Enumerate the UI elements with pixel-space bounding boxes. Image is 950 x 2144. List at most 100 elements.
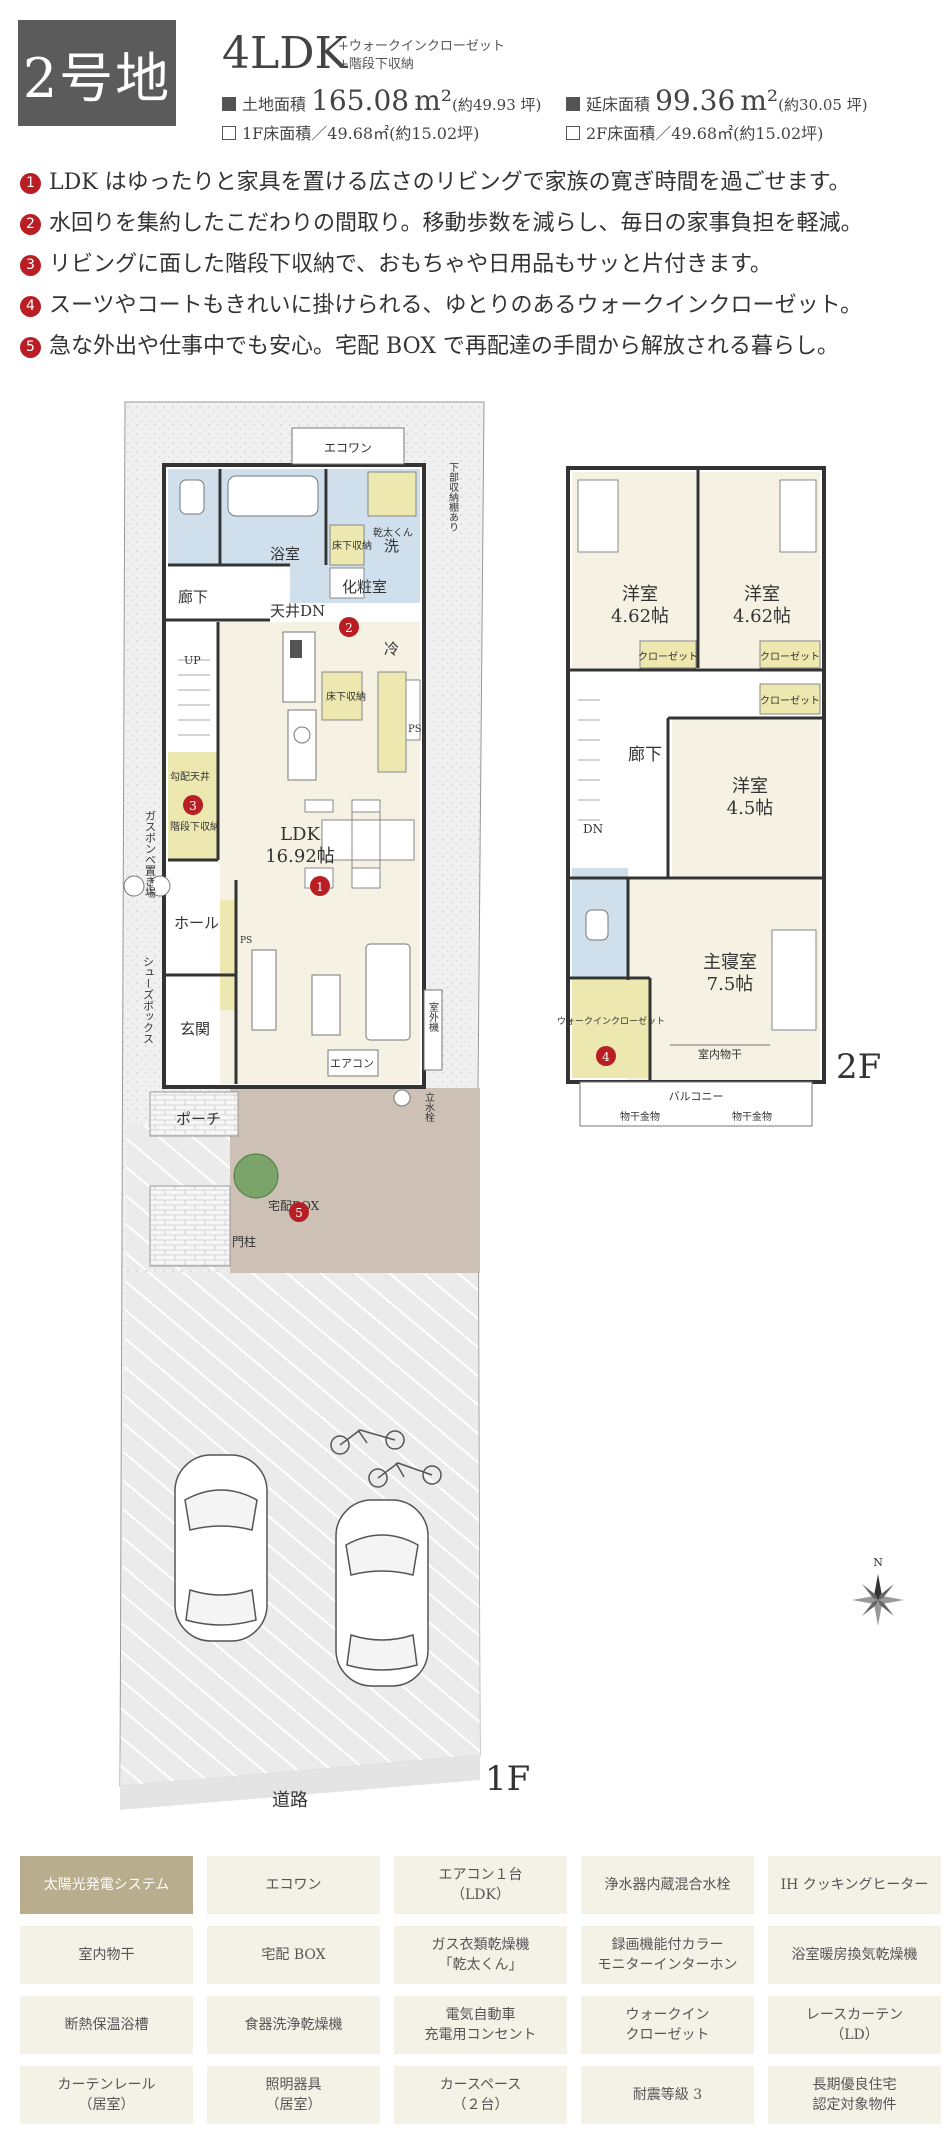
gas-cylinder-icon <box>123 875 145 897</box>
faucet-icon <box>393 1089 411 1107</box>
toilet-icon <box>179 479 205 515</box>
floor-area-2f: 2F床面積／49.68㎡(約15.02坪) <box>566 120 823 144</box>
gas-cylinder-icon <box>149 875 171 897</box>
balcony-label: バルコニー <box>669 1090 724 1103</box>
floor-area-1f: 1F床面積／49.68㎡(約15.02坪) <box>222 120 479 144</box>
compass-icon: N <box>852 1556 904 1626</box>
under-storage-label: 下部収納棚あり <box>447 462 459 532</box>
number-marker-2f: 4 <box>596 1046 616 1066</box>
kanta-label: 乾太くん <box>373 526 413 539</box>
room-c <box>672 718 820 878</box>
indoor-dryer-label: 室内物干 <box>698 1047 742 1061</box>
layout-title: 4LDK <box>222 28 348 79</box>
road-label: 道路 <box>272 1790 308 1811</box>
floor-label-1f: 1F <box>485 1759 530 1799</box>
room-b-size-label: 4.62帖 <box>733 606 791 627</box>
room-c-label: 洋室 <box>732 776 768 797</box>
number-markers-1f: 2 3 1 5 <box>183 617 359 1222</box>
number-badge-icon: 3 <box>20 255 41 276</box>
car-icon <box>174 1454 429 1687</box>
room-c-size-label: 4.5帖 <box>727 798 774 819</box>
entrance-label: 玄関 <box>180 1020 210 1038</box>
shoe-box-label: シューズボックス <box>142 956 155 1044</box>
equipment-tile: レースカーテン （LD） <box>768 1996 941 2054</box>
hanger-label-1: 物干金物 <box>620 1110 660 1123</box>
number-badge-icon: 1 <box>20 173 41 194</box>
bath-label: 浴室 <box>270 545 300 563</box>
faucet-label: 立水栓 <box>423 1091 435 1123</box>
vanity-label: 化粧室 <box>342 578 387 596</box>
tree-icon <box>233 1153 279 1199</box>
closet-label-c: クローゼット <box>760 695 820 707</box>
ceiling-dn-label: 天井DN <box>270 602 325 620</box>
dn-label: DN <box>583 822 603 836</box>
equipment-tile: 断熱保温浴槽 <box>20 1996 193 2054</box>
building-1f <box>162 463 426 1089</box>
gas-cylinder-label: ガスボンベ置き場 <box>144 810 157 899</box>
loft-ceiling-label: 勾配天井 <box>170 770 210 783</box>
equipment-tile: ウォークイン クローゼット <box>581 1996 754 2054</box>
svg-text:2: 2 <box>345 621 353 635</box>
equipment-tile: 録画機能付カラー モニターインターホン <box>581 1926 754 1984</box>
layout-notes: +ウォークインクローゼット +階段下収納 <box>338 38 505 74</box>
equipment-tile: 室内物干 <box>20 1926 193 1984</box>
floor-label-2f: 2F <box>836 1047 881 1087</box>
equipment-tile: 太陽光発電システム <box>20 1856 193 1914</box>
equipment-tile: カースペース （２台） <box>394 2066 567 2124</box>
closet-label-b: クローゼット <box>760 651 820 663</box>
equipment-tile: エアコン１台 （LDK） <box>394 1856 567 1914</box>
equipment-tile: カーテンレール （居室） <box>20 2066 193 2124</box>
equipment-tile: 食器洗浄乾燥機 <box>207 1996 380 2054</box>
equipment-tile: 照明器具 （居室） <box>207 2066 380 2124</box>
wash-label: 洗 <box>384 537 399 555</box>
filled-square-icon <box>566 97 580 111</box>
number-badge-icon: 5 <box>20 337 41 358</box>
porch-label: ポーチ <box>176 1110 221 1128</box>
empty-square-icon <box>566 126 580 140</box>
filled-square-icon <box>222 97 236 111</box>
number-badge-icon: 4 <box>20 296 41 317</box>
total-floor-area: 延床面積 99.36 m²(約30.05 坪) <box>566 84 868 117</box>
master-size-label: 7.5帖 <box>707 974 754 995</box>
land-area: 土地面積 165.08 m²(約49.93 坪) <box>222 84 541 117</box>
hall-entry-label: ホール <box>174 914 219 932</box>
ps-label: PS <box>408 724 422 735</box>
fridge-label: 冷 <box>384 640 399 658</box>
number-badge-icon: 2 <box>20 214 41 235</box>
up-label: UP <box>184 654 201 667</box>
yard <box>230 1125 480 1273</box>
hanger-label-2: 物干金物 <box>732 1110 772 1123</box>
ps-small-label: PS <box>240 936 252 946</box>
floor-storage-label: 床下収納 <box>332 539 372 552</box>
equipment-tile: 長期優良住宅 認定対象物件 <box>768 2066 941 2124</box>
bicycle-icon <box>330 1429 442 1488</box>
equipment-tile: 浄水器内蔵混合水栓 <box>581 1856 754 1914</box>
equipment-tile: 耐震等級 3 <box>581 2066 754 2124</box>
room-a-size-label: 4.62帖 <box>611 606 669 627</box>
floor-storage-label-2: 床下収納 <box>326 690 366 703</box>
walk-in-label: ウォークインクローゼット <box>557 1015 665 1027</box>
note-walk-in: +ウォークインクローゼット <box>338 39 505 54</box>
equipment-tile: 浴室暖房換気乾燥機 <box>768 1926 941 1984</box>
closet-label-a: クローゼット <box>638 651 698 663</box>
sofa-icon <box>365 943 411 1041</box>
equipment-tile: 電気自動車 充電用コンセント <box>394 1996 567 2054</box>
building-2f <box>566 466 826 1127</box>
ldk-size-label: 16.92帖 <box>265 846 335 867</box>
aircon-label: エアコン <box>330 1057 374 1070</box>
hall-2f-label: 廊下 <box>628 745 662 765</box>
room-b-label: 洋室 <box>744 584 780 605</box>
svg-text:4: 4 <box>602 1050 610 1064</box>
ldk-label: LDK <box>280 824 320 845</box>
room-a-label: 洋室 <box>622 584 658 605</box>
svg-text:1: 1 <box>316 880 324 894</box>
ecoone-unit <box>291 427 405 465</box>
gate-label: 門柱 <box>232 1234 256 1249</box>
under-stair-label: 階段下収納 <box>170 820 220 833</box>
